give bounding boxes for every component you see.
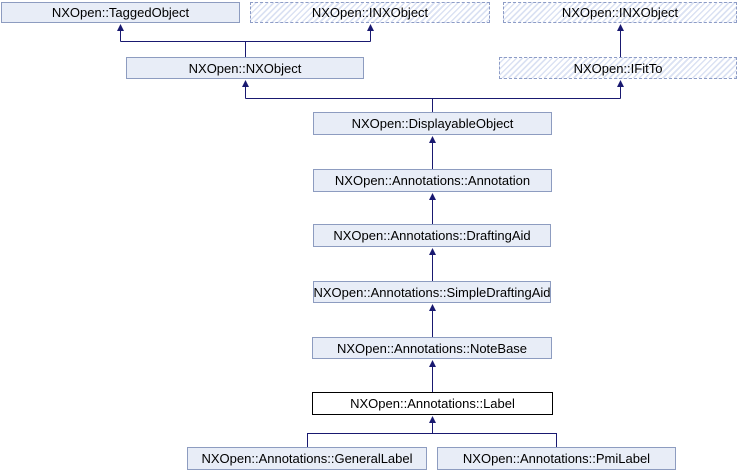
class-node-simpledraftingaid[interactable]: NXOpen::Annotations::SimpleDraftingAid: [313, 281, 551, 303]
class-node-nxobject[interactable]: NXOpen::NXObject: [126, 57, 364, 79]
class-node-annotation[interactable]: NXOpen::Annotations::Annotation: [313, 169, 552, 192]
class-node-ifitto[interactable]: NXOpen::IFitTo: [499, 57, 737, 79]
class-node-draftingaid[interactable]: NXOpen::Annotations::DraftingAid: [313, 224, 551, 247]
class-node-displayableobject[interactable]: NXOpen::DisplayableObject: [313, 112, 552, 135]
class-node-pmilabel[interactable]: NXOpen::Annotations::PmiLabel: [437, 447, 676, 470]
class-node-label-current: NXOpen::Annotations::Label: [312, 392, 553, 415]
class-node-taggedobject[interactable]: NXOpen::TaggedObject: [1, 2, 240, 23]
class-node-inxobject-2[interactable]: NXOpen::INXObject: [503, 2, 737, 23]
class-node-inxobject-1[interactable]: NXOpen::INXObject: [250, 2, 490, 23]
class-node-generallabel[interactable]: NXOpen::Annotations::GeneralLabel: [187, 447, 427, 470]
class-node-notebase[interactable]: NXOpen::Annotations::NoteBase: [312, 337, 552, 359]
